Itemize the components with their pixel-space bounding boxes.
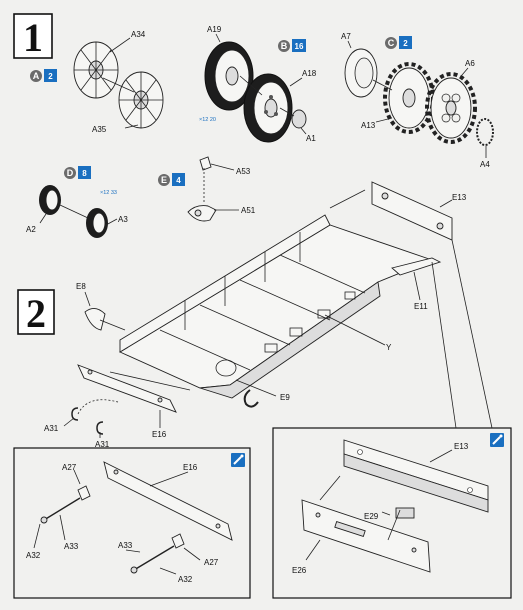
label-a3: A3 — [118, 215, 128, 224]
hub-cap-a1 — [291, 109, 307, 129]
svg-text:B: B — [281, 41, 288, 51]
label-a53: A53 — [236, 167, 251, 176]
spoked-hub-a34 — [73, 41, 119, 99]
label-e16-main: E16 — [152, 430, 167, 439]
label-a13-top: A13 — [361, 121, 376, 130]
hook-assembly-right — [130, 533, 185, 574]
svg-text:C: C — [388, 38, 395, 48]
label-a33-left: A33 — [64, 542, 79, 551]
sprocket-a6 — [425, 72, 477, 144]
arm-a51 — [187, 205, 217, 222]
hull-main — [119, 214, 434, 399]
note-x12-20: ×12 20 — [199, 117, 216, 123]
hub-ring-a7 — [344, 48, 378, 98]
plate-e11 — [391, 257, 442, 276]
step-1-box: 1 — [13, 13, 53, 60]
label-a4: A4 — [480, 160, 490, 169]
svg-text:A: A — [33, 71, 40, 81]
spoked-hub-a35 — [118, 71, 164, 129]
label-a1: A1 — [306, 134, 316, 143]
sprocket-a13 — [383, 62, 435, 134]
label-a7: A7 — [341, 32, 351, 41]
label-a35: A35 — [92, 125, 107, 134]
label-a2: A2 — [26, 225, 36, 234]
label-a34: A34 — [131, 30, 146, 39]
label-e13-detail: E13 — [454, 442, 469, 451]
arm-a53 — [199, 156, 212, 171]
bracket-e8 — [84, 308, 106, 331]
glue-brush-icon — [231, 453, 245, 467]
badge-b: B 16 — [278, 39, 306, 52]
roller-a3 — [86, 208, 108, 238]
label-a27-left: A27 — [62, 463, 77, 472]
svg-text:2: 2 — [403, 39, 408, 48]
detail-box-rear — [272, 427, 512, 599]
label-e11: E11 — [414, 302, 428, 311]
badge-d: D 8 — [64, 166, 91, 179]
svg-text:E: E — [161, 175, 167, 185]
label-e29: E29 — [364, 512, 379, 521]
rear-plate-e13 — [371, 181, 453, 241]
step-2-box: 2 — [17, 289, 55, 336]
svg-text:D: D — [67, 168, 74, 178]
label-a31-right: A31 — [95, 440, 110, 449]
front-plate-e16 — [77, 364, 177, 413]
hook-e9 — [243, 389, 259, 408]
badge-c: C 2 — [385, 36, 412, 49]
badge-e: E 4 — [158, 173, 185, 186]
svg-text:16: 16 — [295, 42, 304, 51]
label-a18: A18 — [302, 69, 317, 78]
detail-plate-e16 — [103, 461, 233, 541]
roller-a2 — [39, 185, 61, 215]
step-1-number: 1 — [23, 15, 43, 60]
label-a19: A19 — [207, 25, 222, 34]
svg-text:2: 2 — [48, 72, 53, 81]
svg-text:8: 8 — [82, 169, 87, 178]
label-e26: E26 — [292, 566, 307, 575]
label-a32-right: A32 — [178, 575, 193, 584]
detail-plate-e13 — [343, 439, 489, 513]
ring-a4 — [476, 118, 494, 146]
label-e8: E8 — [76, 282, 86, 291]
road-wheel-a18 — [243, 73, 293, 143]
label-a27-right: A27 — [204, 558, 219, 567]
step-2-number: 2 — [26, 291, 46, 336]
svg-text:4: 4 — [176, 176, 181, 185]
label-a32-left: A32 — [26, 551, 41, 560]
part-e29 — [395, 507, 415, 519]
label-e13-main: E13 — [452, 193, 467, 202]
tow-hook-a31-left — [71, 407, 79, 421]
label-a33-right: A33 — [118, 541, 133, 550]
label-a31-left: A31 — [44, 424, 59, 433]
road-wheel-a19 — [204, 41, 254, 111]
plate-e26 — [301, 499, 431, 573]
label-e9: E9 — [280, 393, 290, 402]
detail-box-front — [13, 447, 251, 599]
label-y: Y — [386, 343, 392, 352]
note-x12-33: ×12 33 — [100, 190, 117, 196]
badge-a: A 2 — [30, 69, 57, 82]
label-e16-detail: E16 — [183, 463, 198, 472]
glue-brush-icon — [490, 433, 504, 447]
hook-assembly-left — [40, 485, 91, 524]
label-a6: A6 — [465, 59, 475, 68]
label-a51: A51 — [241, 206, 256, 215]
